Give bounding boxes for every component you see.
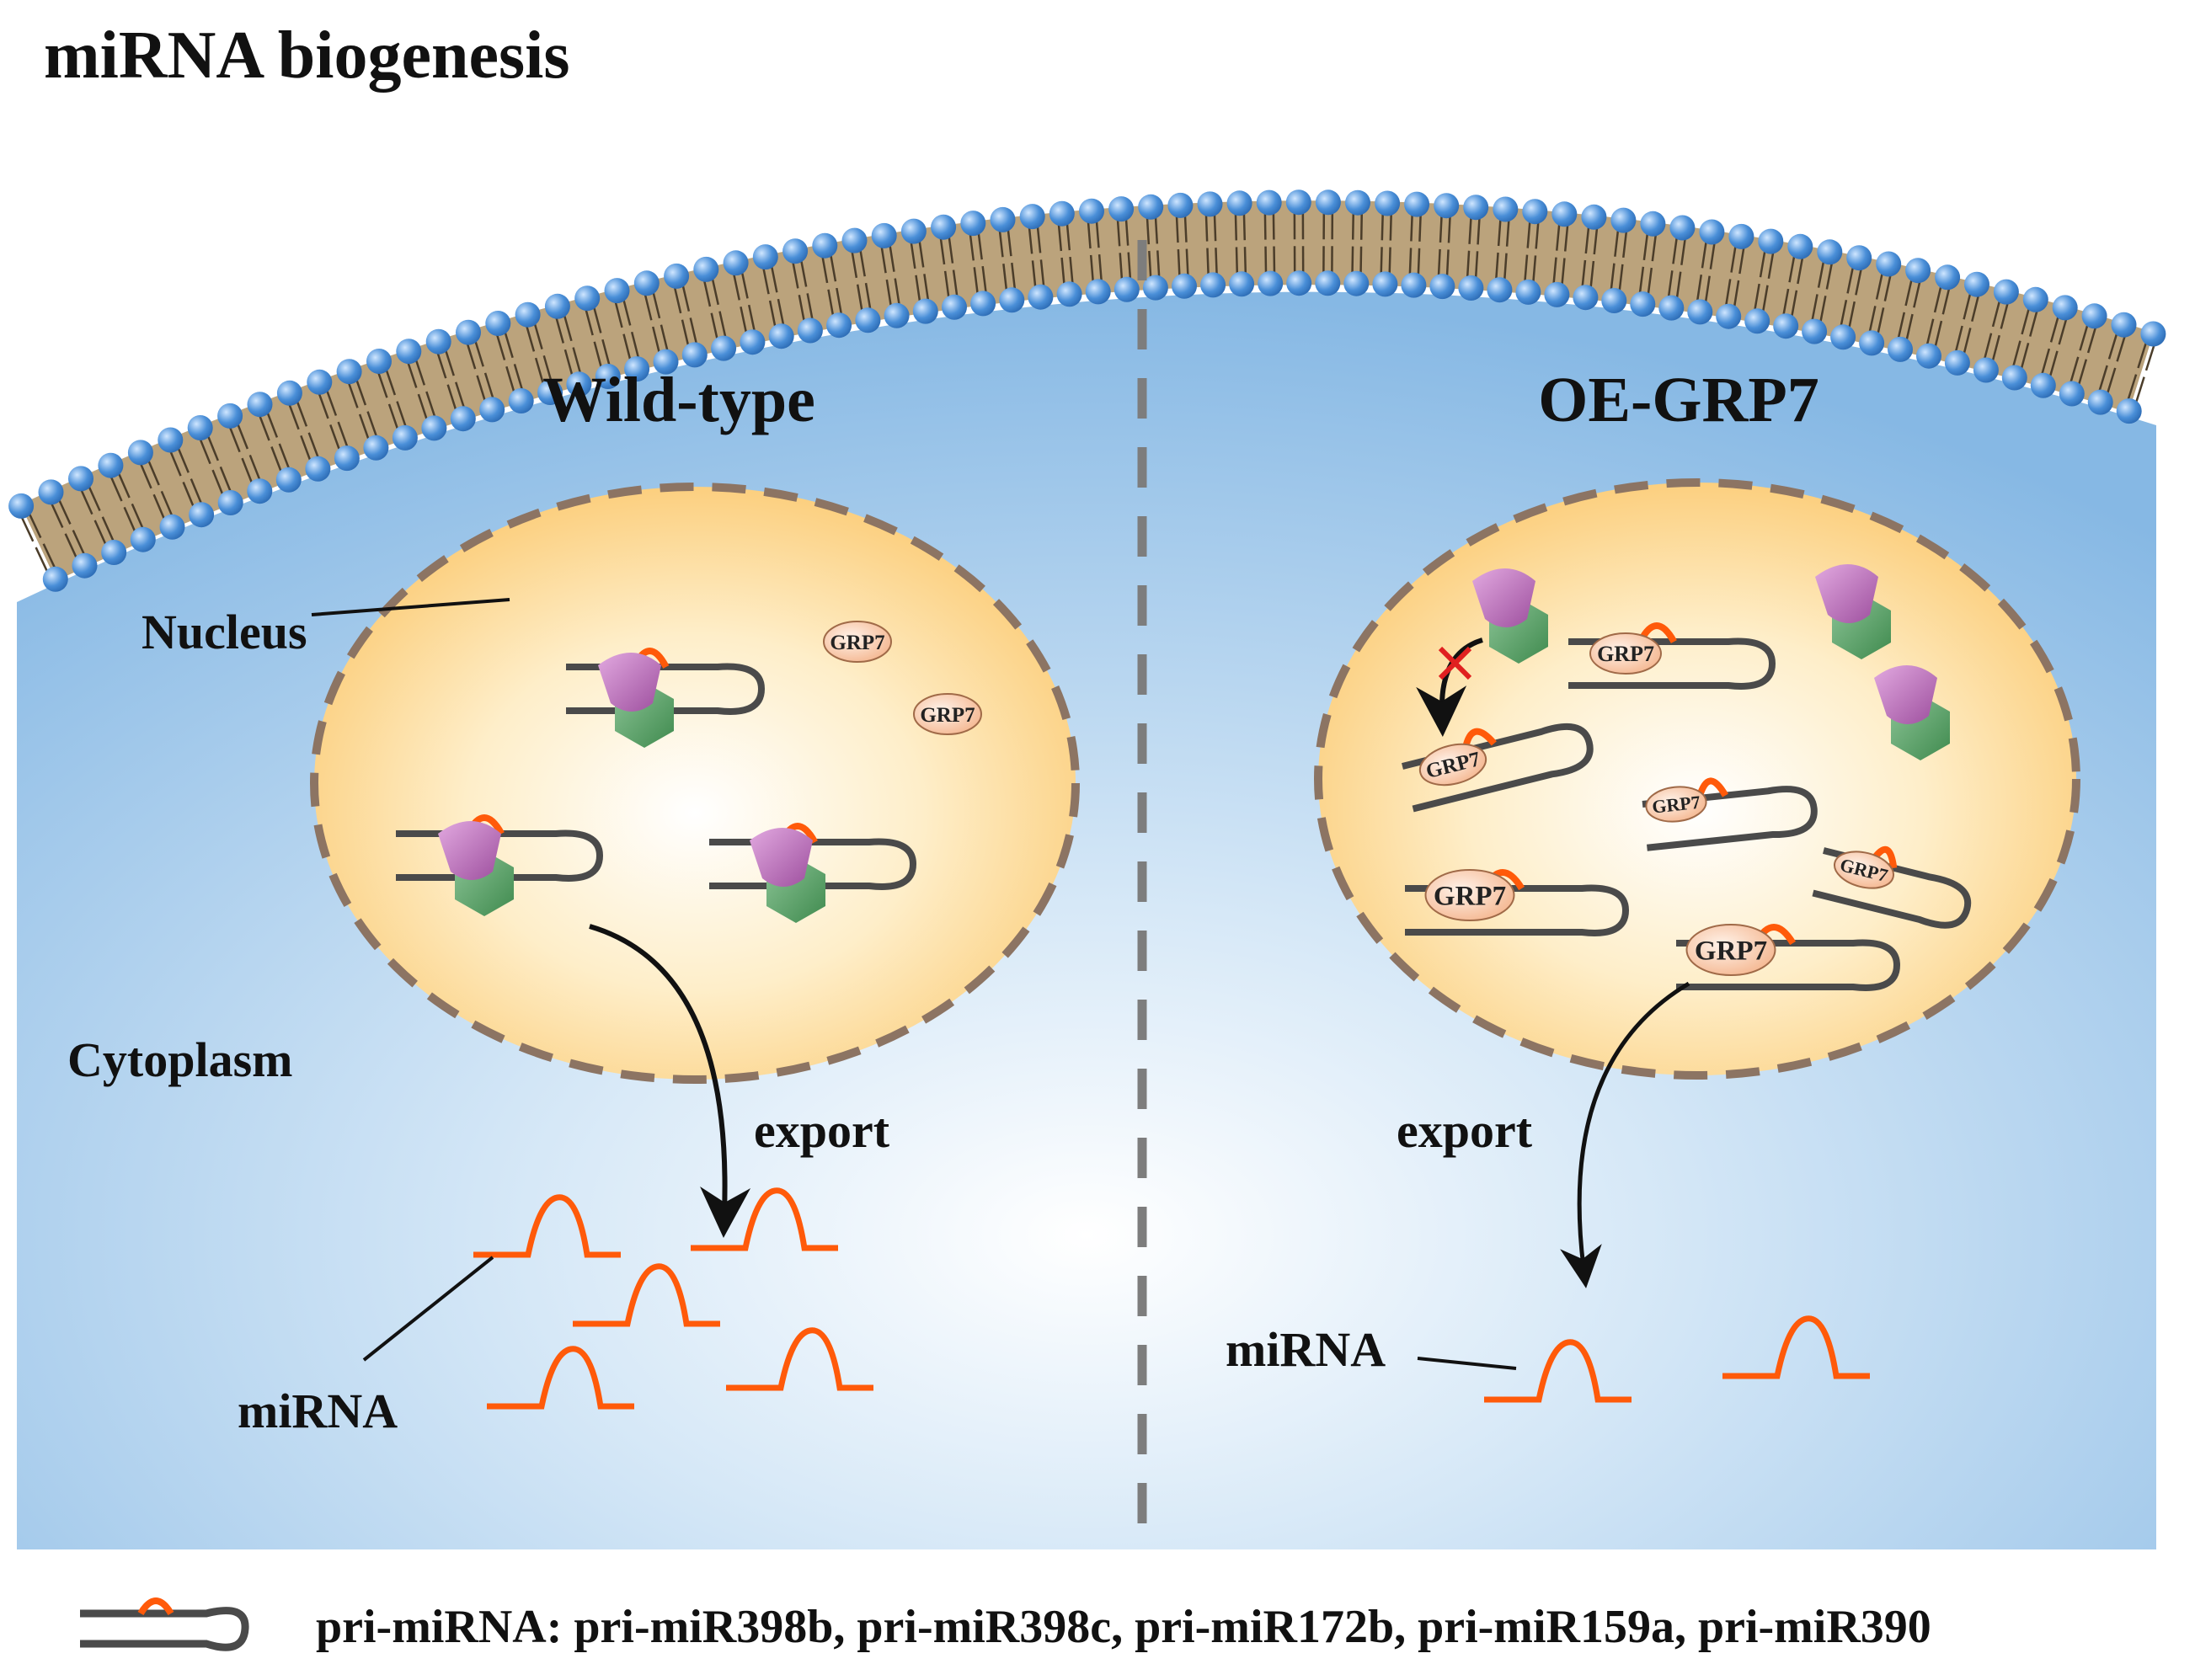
mirna-strand <box>726 1327 873 1391</box>
pri-mirna-hairpin-icon <box>80 1597 249 1651</box>
export-label-oe-grp7: export <box>1397 1103 1533 1158</box>
block-cross-icon <box>1438 646 1472 680</box>
mirna-strand <box>1484 1339 1632 1403</box>
nucleus-pointer-line <box>311 598 510 616</box>
free-grp7-protein: GRP7 <box>913 693 982 735</box>
wild-type-pri-mirna-group <box>396 648 917 923</box>
grp7-label: GRP7 <box>830 632 884 654</box>
mirna-strand <box>473 1194 621 1258</box>
cytoplasm-label: Cytoplasm <box>67 1032 292 1087</box>
grp7-protein: GRP7 <box>1589 632 1662 675</box>
wild-type-heading: Wild-type <box>542 365 815 435</box>
figure-title: miRNA biogenesis <box>44 19 570 93</box>
grp7-protein: GRP7 <box>1424 869 1515 921</box>
export-label-wild-type: export <box>754 1103 890 1158</box>
mirna-label-oe-grp7: miRNA <box>1226 1322 1386 1377</box>
grp7-protein: GRP7 <box>1685 924 1776 976</box>
dicer-complex <box>598 653 674 748</box>
dicer-complex <box>750 828 825 923</box>
grp7-protein: GRP7 <box>1645 786 1707 823</box>
dicer-complex <box>1874 665 1950 760</box>
mirna-pointer-line-wild-type <box>362 1256 494 1362</box>
grp7-protein: GRP7 <box>1834 851 1894 889</box>
legend-text: pri-miRNA: pri-miR398b, pri-miR398c, pri… <box>316 1601 1931 1653</box>
svg-text:GRP7: GRP7 <box>1597 642 1654 666</box>
export-arrow-oe-grp7 <box>1560 981 1690 1288</box>
mirna-pointer-line-oe-grp7 <box>1417 1357 1517 1370</box>
grp7-protein: GRP7 <box>1418 743 1487 787</box>
dicer-complex <box>1815 564 1891 659</box>
mirna-strand <box>573 1263 720 1327</box>
mirna-strand <box>691 1187 838 1251</box>
nucleus-label: Nucleus <box>142 605 307 659</box>
dicer-complex <box>438 821 514 916</box>
nucleus-wild-type <box>310 483 1080 1084</box>
svg-text:GRP7: GRP7 <box>1434 881 1506 911</box>
dicer-complex <box>1472 568 1548 664</box>
free-grp7-protein: GRP7 <box>823 621 892 663</box>
svg-text:GRP7: GRP7 <box>1651 792 1701 818</box>
oe-grp7-heading: OE-GRP7 <box>1538 365 1819 435</box>
mirna-strand <box>487 1346 634 1410</box>
export-arrow-wild-type <box>589 924 751 1238</box>
mirna-label-wild-type: miRNA <box>238 1384 398 1438</box>
mirna-strand <box>1722 1315 1870 1379</box>
cell-membrane <box>8 189 2166 592</box>
grp7-label: GRP7 <box>920 704 975 727</box>
svg-text:GRP7: GRP7 <box>1695 936 1767 966</box>
mirna-products <box>473 1187 1870 1410</box>
